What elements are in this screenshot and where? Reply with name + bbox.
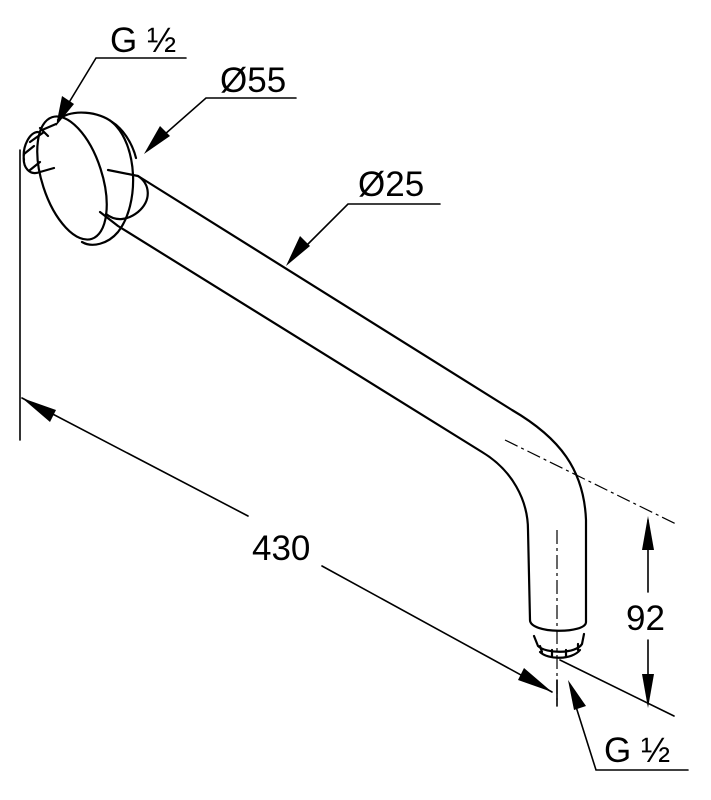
inlet-thread [22, 122, 58, 175]
callout-inlet-thread-label: G ½ [110, 21, 176, 60]
arm-tube [98, 168, 588, 624]
outlet-nut [528, 618, 588, 659]
dimension-height-label: 92 [626, 599, 665, 638]
callout-pipe-diameter-label: Ø25 [358, 165, 424, 204]
dimension-length [21, 397, 553, 693]
extension-line-outlet-bottom [559, 659, 675, 717]
callout-outlet-thread-label: G ½ [604, 731, 670, 770]
dimension-height [642, 516, 654, 708]
dimension-length-label: 430 [252, 529, 310, 568]
centerline-arm [504, 439, 677, 525]
callout-pipe-diameter [286, 203, 441, 266]
callout-flange-diameter-label: Ø55 [220, 61, 286, 100]
callout-inlet-thread [56, 57, 187, 126]
callout-outlet-thread [568, 680, 689, 771]
callout-flange-diameter [144, 97, 297, 154]
